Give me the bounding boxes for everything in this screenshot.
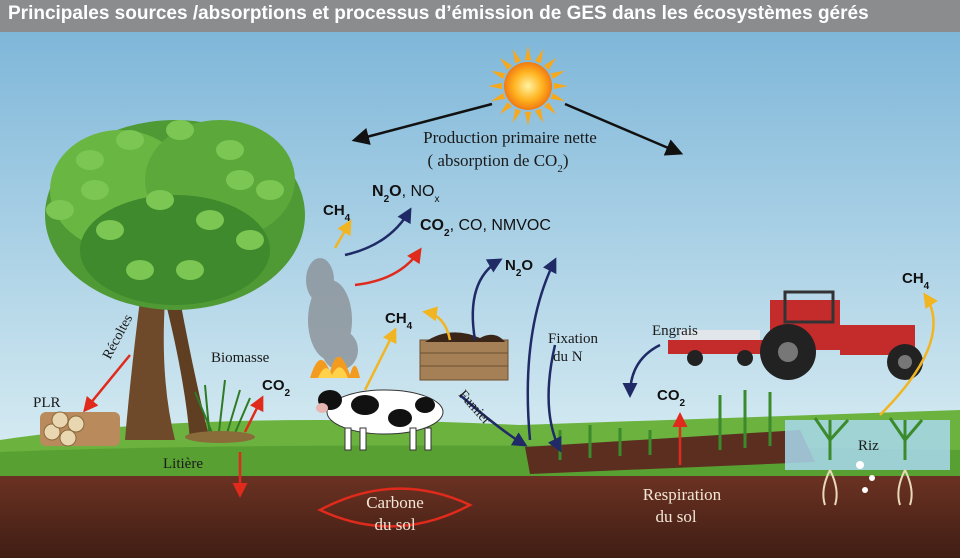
label-production-2: ( absorption de CO2) xyxy=(427,151,568,175)
label-respiration-1: Respiration xyxy=(643,485,722,504)
label-fixation-2: du N xyxy=(553,349,583,365)
leaf xyxy=(256,180,284,200)
label-co2-fire: CO2, CO, NMVOC xyxy=(420,217,551,239)
crop-rows-icon xyxy=(558,390,772,460)
label-ch4-fire: CH4 xyxy=(323,202,351,224)
leaf xyxy=(116,130,144,150)
plowed-field xyxy=(525,430,815,474)
leaf xyxy=(46,200,74,220)
arrow-rice-ch4 xyxy=(879,292,938,416)
leaf xyxy=(176,260,204,280)
arrow-fixation-n2o xyxy=(526,257,557,441)
label-fixation-1: Fixation xyxy=(548,331,599,347)
page-title: Principales sources /absorptions et proc… xyxy=(8,3,869,24)
label-n2o-nox: N2O, NOx xyxy=(372,183,439,205)
arrow-manure-ch4 xyxy=(422,306,452,341)
bubbles-icon xyxy=(856,461,875,493)
log-pile-icon xyxy=(40,411,120,447)
leaf xyxy=(81,180,109,200)
label-production-1: Production primaire nette xyxy=(423,128,597,147)
sun-ray xyxy=(491,70,506,79)
arrow-manure-field xyxy=(459,394,528,447)
sun-ray xyxy=(491,93,506,102)
leaf xyxy=(226,170,254,190)
label-litiere: Litière xyxy=(163,456,203,472)
arrow-fire-ch4 xyxy=(333,219,352,249)
label-carbone-2: du sol xyxy=(374,515,415,534)
label-riz: Riz xyxy=(858,438,879,454)
arrow-fire-co2 xyxy=(354,247,422,287)
arrow-cow-ch4 xyxy=(363,327,397,391)
sun-ray xyxy=(524,111,532,126)
label-co2-soil: CO2 xyxy=(657,387,686,409)
arrow-sun-right xyxy=(564,102,684,156)
sun-ray xyxy=(524,46,532,61)
sun-ray xyxy=(512,49,521,64)
sun-ray xyxy=(550,70,565,79)
sun-ray xyxy=(550,93,565,102)
rice-paddy-water xyxy=(785,420,950,470)
sun-ray xyxy=(544,102,557,115)
sun-ray xyxy=(512,108,521,123)
arrow-fixation-soil xyxy=(547,344,562,453)
leaf xyxy=(76,150,104,170)
leaf xyxy=(216,140,244,160)
rice-roots-icon xyxy=(822,469,913,506)
sun-ray xyxy=(488,82,503,90)
arrow-engrais xyxy=(622,343,661,398)
title-bar: Principales sources /absorptions et proc… xyxy=(0,0,960,32)
arrow-fire-n2o xyxy=(344,207,412,257)
leaf xyxy=(166,120,194,140)
cow-icon xyxy=(316,389,444,451)
soil-carbon-cycle xyxy=(317,487,473,528)
label-respiration-2: du sol xyxy=(655,507,696,526)
fire-icon xyxy=(310,356,360,378)
sun-ray xyxy=(535,49,544,64)
leaf xyxy=(126,260,154,280)
tree-icon xyxy=(45,120,305,440)
arrow-sun-left xyxy=(351,102,493,145)
rice-icon xyxy=(813,417,924,460)
smoke-icon xyxy=(306,258,358,370)
label-carbone-1: Carbone xyxy=(366,493,424,512)
sun-ray xyxy=(544,57,557,70)
label-co2-litter: CO2 xyxy=(262,377,291,399)
label-n2o-manure: N2O xyxy=(505,257,533,279)
label-biomasse: Biomasse xyxy=(211,350,270,366)
litter-icon xyxy=(185,431,255,443)
arrow-litter-co2 xyxy=(243,395,264,433)
label-engrais: Engrais xyxy=(652,323,698,339)
sun-ray xyxy=(553,82,568,90)
sun-ray xyxy=(535,108,544,123)
label-ch4-rice: CH4 xyxy=(902,270,930,292)
manure-crate-icon xyxy=(419,332,509,381)
leaf xyxy=(196,210,224,230)
label-ch4-cow: CH4 xyxy=(385,310,413,332)
sun-ray xyxy=(499,102,512,115)
sun-ray xyxy=(499,57,512,70)
arrow-manure-n2o xyxy=(471,258,503,341)
arrows xyxy=(83,102,938,528)
soil-layer xyxy=(0,476,960,558)
tractor-icon xyxy=(668,290,923,380)
leaf xyxy=(146,190,174,210)
leaf xyxy=(96,220,124,240)
sun-icon xyxy=(488,46,568,126)
ghg-diagram: Production primaire nette ( absorption d… xyxy=(0,32,960,558)
arrow-recoltes xyxy=(83,354,131,413)
leaf xyxy=(236,230,264,250)
label-plr: PLR xyxy=(33,395,61,411)
